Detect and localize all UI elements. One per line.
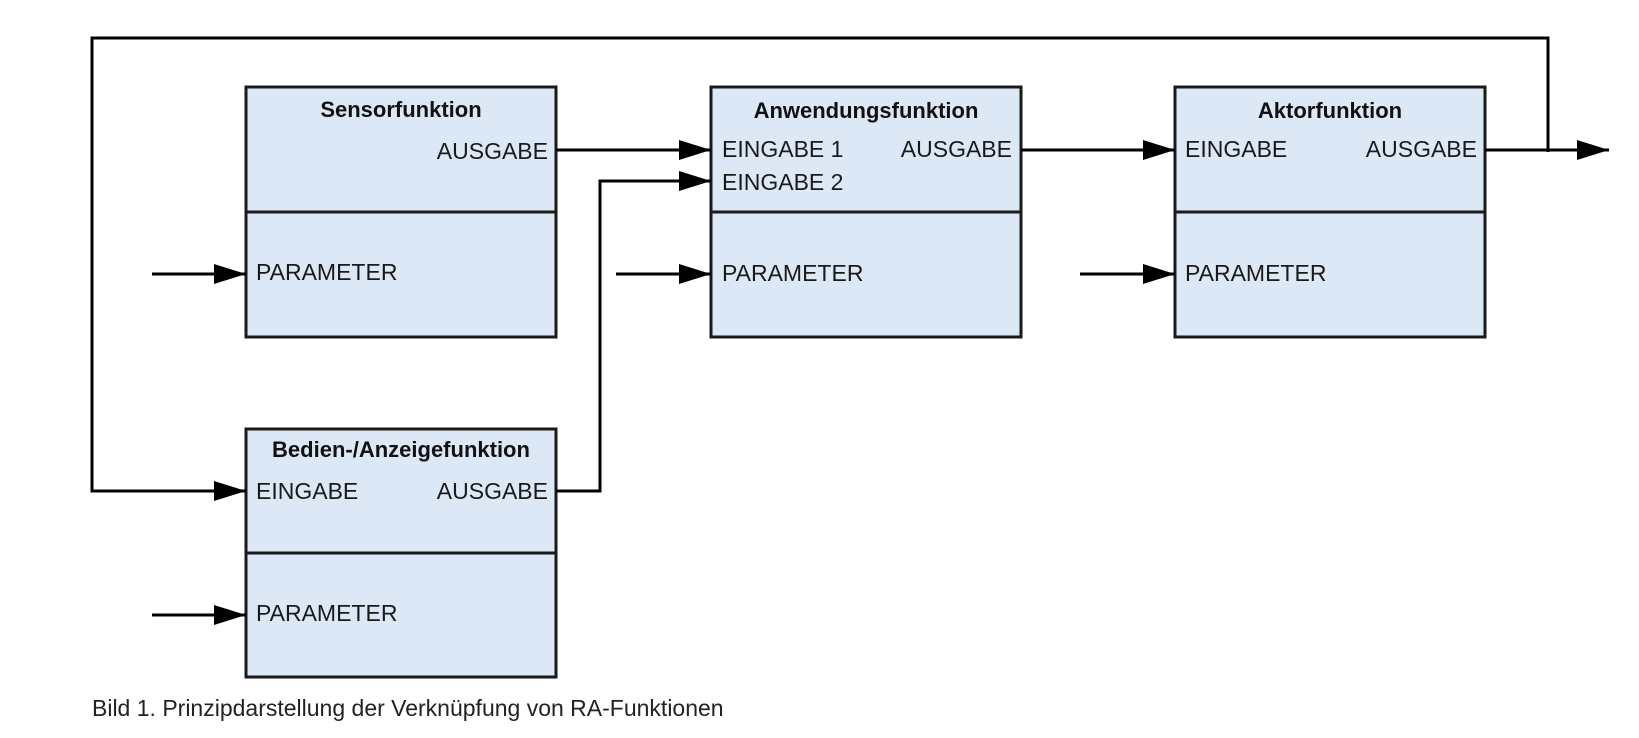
actuator-parameter-label: PARAMETER: [1185, 260, 1326, 286]
actuator-input-label: EINGABE: [1185, 136, 1287, 162]
operator-to-application-input2-arrow: [556, 171, 711, 493]
application-input1-label: EINGABE 1: [722, 136, 843, 162]
sensor-parameter-label: PARAMETER: [256, 259, 397, 285]
operator-display-function-block: Bedien-/Anzeigefunktion EINGABE AUSGABE …: [244, 427, 558, 679]
application-function-title: Anwendungsfunktion: [754, 98, 979, 123]
operator-display-function-title: Bedien-/Anzeigefunktion: [272, 437, 530, 462]
actuator-function-block: Aktorfunktion EINGABE AUSGABE PARAMETER: [1173, 85, 1487, 339]
application-output-label: AUSGABE: [901, 136, 1012, 162]
actuator-output-label: AUSGABE: [1366, 136, 1477, 162]
application-input2-label: EINGABE 2: [722, 169, 843, 195]
sensor-output-label: AUSGABE: [437, 138, 548, 164]
operator-parameter-label: PARAMETER: [256, 600, 397, 626]
figure-caption: Bild 1. Prinzipdarstellung der Verknüpfu…: [92, 695, 724, 721]
operator-output-label: AUSGABE: [437, 478, 548, 504]
operator-input-label: EINGABE: [256, 478, 358, 504]
sensor-function-block: Sensorfunktion AUSGABE PARAMETER: [244, 85, 558, 339]
sensor-function-title: Sensorfunktion: [320, 97, 481, 122]
application-parameter-label: PARAMETER: [722, 260, 863, 286]
function-link-diagram: Sensorfunktion AUSGABE PARAMETER Anwendu…: [90, 36, 1609, 679]
actuator-function-title: Aktorfunktion: [1258, 98, 1402, 123]
feedback-loop-arrow: [90, 36, 1550, 501]
application-function-block: Anwendungsfunktion EINGABE 1 AUSGABE EIN…: [709, 85, 1023, 339]
